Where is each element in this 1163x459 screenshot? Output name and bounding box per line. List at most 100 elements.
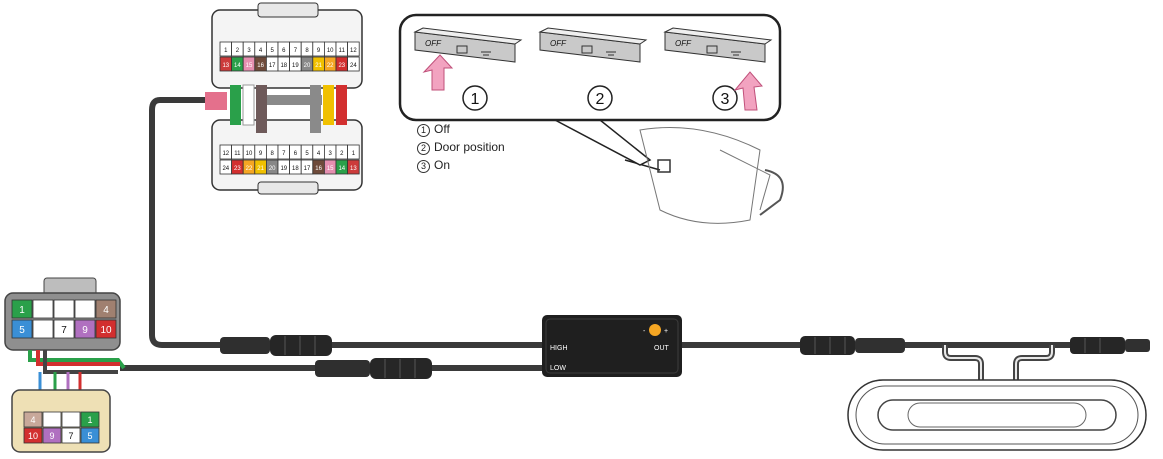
left-lower-pin-number: 1 xyxy=(87,415,92,425)
cable-high xyxy=(149,97,545,348)
bottom-pin-number: 14 xyxy=(338,166,345,172)
top-pin-number: 10 xyxy=(327,48,334,54)
top-pin-number: 2 xyxy=(236,48,240,54)
bottom-pin-number: 20 xyxy=(269,166,276,172)
left-lower-pin xyxy=(80,411,100,428)
position-number: 3 xyxy=(721,91,730,108)
left-lower-pin xyxy=(61,427,81,444)
bottom-pin-number: 16 xyxy=(315,166,322,172)
door-icon xyxy=(706,45,718,54)
top-pin-number: 13 xyxy=(222,63,229,69)
top-pin-number: 18 xyxy=(280,63,287,69)
bottom-pin-number: 6 xyxy=(294,151,298,157)
left-upper-pin xyxy=(74,299,96,319)
position-circle xyxy=(462,85,488,111)
left-lower-pin xyxy=(61,411,81,428)
left-upper-pin xyxy=(53,319,75,339)
top-pin-number: 11 xyxy=(339,48,346,54)
switch-position-legend: 1 Off 2 Door position 3 On xyxy=(417,120,505,174)
bottom-pin-number: 8 xyxy=(271,151,275,157)
bottom-pin-number: 3 xyxy=(329,151,333,157)
top-pin-number: 8 xyxy=(305,48,309,54)
left-upper-pin xyxy=(11,319,33,339)
bottom-pin-number: 5 xyxy=(305,151,309,157)
position-number: 1 xyxy=(471,91,480,108)
left-lower-pin xyxy=(23,427,43,444)
legend-item: 3 On xyxy=(417,156,505,174)
light-icon xyxy=(481,51,491,56)
legend-number: 1 xyxy=(417,124,430,137)
inline-plug-high-a xyxy=(220,335,332,356)
left-upper-pin xyxy=(74,319,96,339)
left-upper-pin xyxy=(95,319,117,339)
top-pin-number: 14 xyxy=(234,63,241,69)
left-lower-pin-number: 4 xyxy=(30,415,35,425)
legend-label: Door position xyxy=(434,140,505,154)
inline-plug-out-b xyxy=(1070,337,1150,354)
bottom-pin-number: 10 xyxy=(246,151,253,157)
top-pin-number: 19 xyxy=(292,63,299,69)
top-pin-number: 6 xyxy=(282,48,286,54)
top-pin-number: 5 xyxy=(271,48,275,54)
module-low-label: LOW xyxy=(550,365,566,372)
top-pin-number: 12 xyxy=(350,48,357,54)
top-pin-number: 16 xyxy=(257,63,264,69)
left-upper-pin-number: 9 xyxy=(82,325,88,336)
bottom-pin-number: 22 xyxy=(246,166,253,172)
top-connector-wires xyxy=(205,84,347,133)
top-pin-number: 21 xyxy=(315,63,322,69)
inline-plug-low-a xyxy=(315,358,432,379)
adjust-knob[interactable] xyxy=(649,324,661,336)
bottom-pin-number: 1 xyxy=(352,151,356,157)
module-high-label: HIGH xyxy=(550,345,568,352)
left-lower-pin xyxy=(42,411,62,428)
legend-item: 1 Off xyxy=(417,120,505,138)
bottom-pin-cell xyxy=(347,159,360,175)
light-icon xyxy=(606,51,616,56)
left-upper-pin xyxy=(11,299,33,319)
left-lower-pin-number: 9 xyxy=(49,431,54,441)
left-upper-pin-number: 1 xyxy=(19,305,25,316)
bottom-pin-number: 19 xyxy=(280,166,287,172)
top-pin-number: 24 xyxy=(350,63,357,69)
bottom-pin-number: 7 xyxy=(282,151,286,157)
switch-off-label: OFF xyxy=(550,39,567,48)
left-upper-pin xyxy=(95,299,117,319)
switch-off-label: OFF xyxy=(425,39,442,48)
press-arrow-off xyxy=(422,54,454,91)
legend-number: 2 xyxy=(417,142,430,155)
bottom-pin-number: 18 xyxy=(292,166,299,172)
switch-position-1: OFF 1 xyxy=(413,27,523,111)
left-upper-pin-number: 10 xyxy=(100,325,112,336)
bottom-pin-number: 12 xyxy=(222,151,229,157)
switch-position-2: OFF 2 xyxy=(538,27,648,111)
module-plus-label: + xyxy=(664,328,668,335)
bottom-pin-number: 15 xyxy=(327,166,334,172)
left-upper-pin xyxy=(32,319,54,339)
legend-number: 3 xyxy=(417,160,430,173)
left-upper-pin xyxy=(53,299,75,319)
legend-label: Off xyxy=(434,122,450,136)
bottom-pin-number: 13 xyxy=(350,166,357,172)
position-circle xyxy=(587,85,613,111)
left-lower-pin-number: 7 xyxy=(68,431,73,441)
top-pin-number: 15 xyxy=(246,63,253,69)
top-pin-number: 22 xyxy=(327,63,334,69)
top-pin-number: 4 xyxy=(259,48,263,54)
bottom-pin-number: 17 xyxy=(304,166,311,172)
position-number: 2 xyxy=(596,91,605,108)
left-lower-pin xyxy=(23,411,43,428)
bottom-pin-number: 11 xyxy=(234,151,241,157)
inline-plug-out-a xyxy=(800,336,905,355)
top-pin-cell xyxy=(347,56,360,72)
top-pin-number: 23 xyxy=(338,63,345,69)
legend-label: On xyxy=(434,158,451,172)
top-pin-number: 1 xyxy=(224,48,228,54)
top-pin-number: 7 xyxy=(294,48,298,54)
left-upper-pin-number: 7 xyxy=(61,325,67,336)
bottom-pin-number: 21 xyxy=(257,166,264,172)
